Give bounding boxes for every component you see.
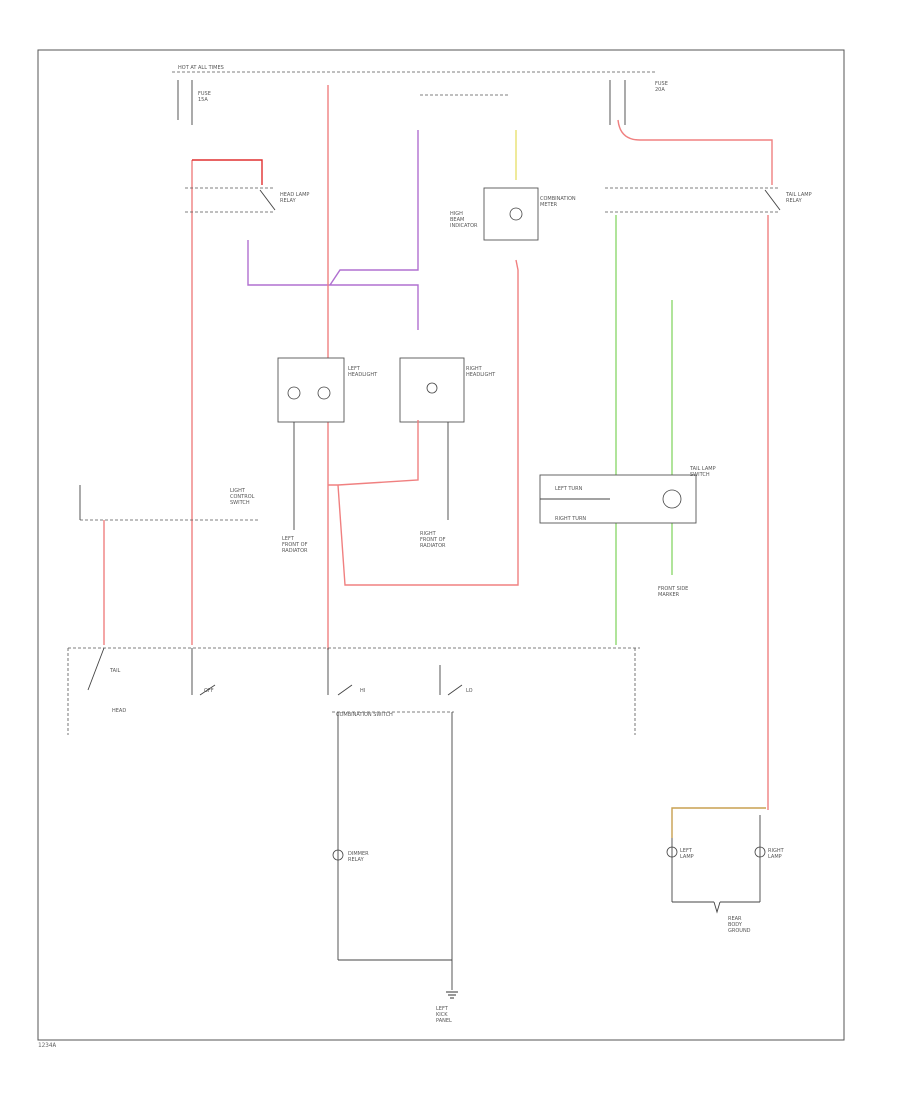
right-turn-label: RIGHT TURN bbox=[555, 516, 586, 522]
combination-switch-label: COMBINATION SWITCH bbox=[336, 712, 393, 718]
violet-wire bbox=[247, 130, 419, 330]
top-power-bus: HOT AT ALL TIMES bbox=[172, 65, 655, 73]
off-label: OFF bbox=[204, 688, 214, 694]
green-wire bbox=[615, 215, 673, 645]
hot-label: HOT AT ALL TIMES bbox=[178, 65, 224, 71]
tail-switch-pos-label: TAIL bbox=[109, 668, 121, 674]
red-loop-wire bbox=[328, 259, 519, 586]
diagram-frame bbox=[37, 49, 845, 1041]
lamp-bulb-icon bbox=[662, 489, 682, 509]
lamp-bulb-icon bbox=[426, 382, 438, 394]
lamp-bulb-icon bbox=[754, 846, 766, 858]
lo-label: LO bbox=[466, 688, 473, 694]
head-label: HEAD bbox=[112, 708, 126, 714]
hi-label: HI bbox=[360, 688, 365, 694]
lamp-bulb-icon bbox=[317, 386, 331, 400]
lamp-bulb-icon bbox=[287, 386, 301, 400]
footer-id: 1234A bbox=[38, 1042, 57, 1049]
ground-symbol-icon bbox=[446, 991, 458, 999]
lamp-bulb-icon bbox=[509, 207, 523, 221]
brown-wire bbox=[671, 807, 766, 838]
switch-row: TAIL OFF HI LO HEAD bbox=[87, 647, 473, 714]
right-supply-wire bbox=[617, 119, 773, 810]
lamp-bulb-icon bbox=[332, 849, 344, 861]
lamp-bulb-icon bbox=[666, 846, 678, 858]
left-bright-red-wire bbox=[192, 159, 263, 185]
left-turn-label: LEFT TURN bbox=[555, 486, 583, 492]
